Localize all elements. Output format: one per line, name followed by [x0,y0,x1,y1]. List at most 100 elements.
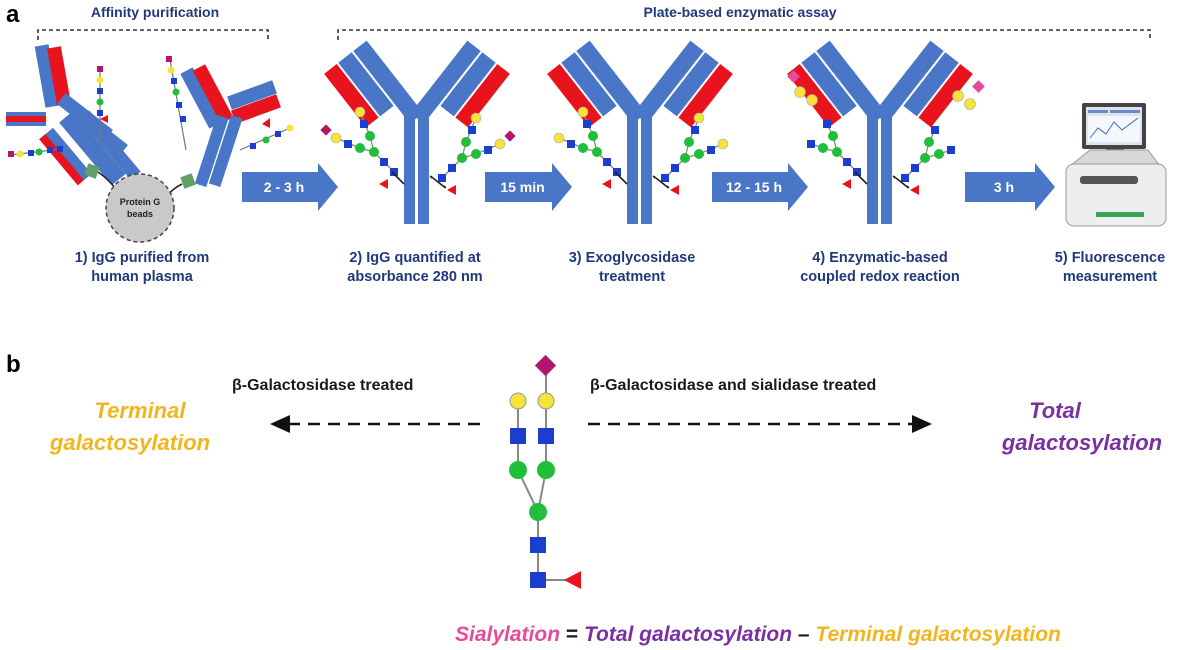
arrow-shape [712,163,808,211]
total-galactosylation-line2: galactosylation [1001,430,1162,455]
bead-label-line2: beads [127,209,153,219]
glcnac-icon [530,537,546,553]
mannose-icon [684,137,694,147]
step2-line2: absorbance 280 nm [347,269,482,285]
glcnac-icon [448,164,456,172]
terminal-galactosylation-line1: Terminal [95,398,187,423]
antibody-step2 [324,40,510,224]
step4-line1: 4) Enzymatic-based [812,250,947,266]
mannose-icon [832,147,842,157]
glcnac-icon [583,120,591,128]
galactose-icon [330,132,342,144]
right-treatment-label: β-Galactosidase and sialidase treated [590,377,876,394]
mannose-icon [365,131,375,141]
glcnac-icon [691,126,699,134]
fucose-icon [602,179,611,189]
eq-minus: – [792,623,815,646]
left-dashed-arrow [270,415,480,433]
panel-a-letter: a [6,1,20,28]
fucose-icon [670,185,679,195]
arrow-shape [485,163,572,211]
glcnac-icon [823,120,831,128]
mannose-icon [924,137,934,147]
eq-total-galactosylation: Total galactosylation [584,623,792,646]
time-arrow: 3 h [965,163,1055,211]
step4-line2: coupled redox reaction [800,269,960,285]
glcnac-icon [344,140,352,148]
eq-sialylation: Sialylation [455,623,560,646]
arrow-time-label: 3 h [994,179,1014,195]
mannose-icon [920,153,930,163]
affinity-purification-illustration: Protein G beads [6,44,294,243]
step1-line1: 1) IgG purified from [75,250,210,266]
fucose-icon [910,185,919,195]
glcnac-icon [360,120,368,128]
terminal-galactosylation-line2: galactosylation [49,430,210,455]
linker [391,171,405,185]
protein-g-bead [105,173,175,243]
glcnac-icon [901,174,909,182]
glcnac-icon [843,158,851,166]
mannose-icon [509,461,527,479]
sialic-acid-icon [504,130,516,142]
mannose-icon [355,143,365,153]
fucose-icon [379,179,388,189]
glcnac-icon [911,164,919,172]
time-arrow: 12 - 15 h [712,163,808,211]
eq-equals: = [560,623,584,646]
time-arrows: 2 - 3 h 15 min 12 - 15 h 3 h [242,163,1055,211]
galactose-icon [553,132,565,144]
plate-assay-bracket [337,29,1151,40]
glcnac-icon [613,168,621,176]
glcnac-icon [671,164,679,172]
mannose-icon [537,461,555,479]
mannose-icon [461,137,471,147]
linker [429,175,447,189]
mannose-icon [694,149,704,159]
fucose-icon [447,185,456,195]
sialylation-equation: Sialylation = Total galactosylation – Te… [455,623,1061,646]
galactose-icon [494,138,506,150]
glcnac-icon [538,428,554,444]
linker [614,171,628,185]
time-arrow: 2 - 3 h [242,163,338,211]
antibody-glycans [320,106,955,195]
galactose-icon [509,392,527,410]
step5-line2: measurement [1063,269,1157,285]
panel-b-letter: b [6,351,21,378]
galactose-icon [470,112,482,124]
time-arrow: 15 min [485,163,572,211]
sialic-acid-icon [320,124,332,136]
linker [652,175,670,189]
glcnac-icon [661,174,669,182]
glcnac-icon [567,140,575,148]
glcnac-icon [380,158,388,166]
galactose-icon [717,138,729,150]
galactose-icon [354,106,366,118]
left-treatment-label: β-Galactosidase treated [232,377,413,394]
linker [854,171,868,185]
right-dashed-arrow [588,415,932,433]
eq-terminal-galactosylation: Terminal galactosylation [815,623,1060,646]
mannose-icon [369,147,379,157]
step1-line2: human plasma [91,269,193,285]
bead-label-line1: Protein G [120,197,161,207]
glcnac-icon [931,126,939,134]
galactose-icon [693,112,705,124]
mannose-icon [578,143,588,153]
affinity-bracket [37,29,269,40]
mannose-icon [592,147,602,157]
galactose-icon [537,392,555,410]
step3-line1: 3) Exoglycosidase [569,250,696,266]
glcnac-icon [603,158,611,166]
mannose-icon [934,149,944,159]
plate-assay-header: Plate-based enzymatic assay [644,4,837,20]
glcnac-icon [438,174,446,182]
mannose-icon [471,149,481,159]
plate-reader-illustration [1065,103,1167,227]
glcnac-icon [530,572,546,588]
glcnac-icon [390,168,398,176]
glcnac-icon [947,146,955,154]
mannose-icon [457,153,467,163]
